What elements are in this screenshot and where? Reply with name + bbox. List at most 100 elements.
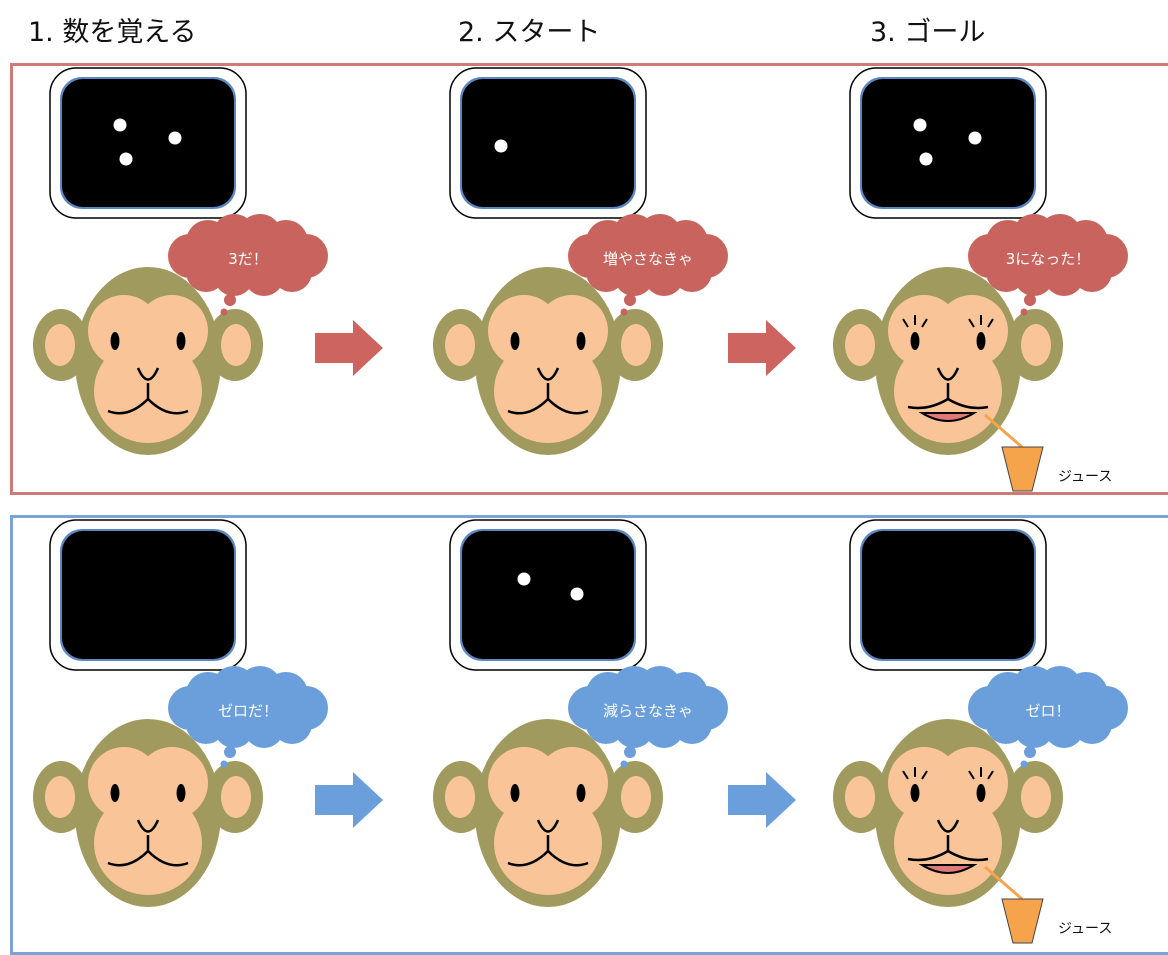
monkey-eye-right [176,332,186,350]
step-header-memorize: 1. 数を覚える [28,17,197,48]
bubble-tail-large [624,294,636,306]
eyelash [968,318,975,328]
bubble-text: 減らさなきゃ [603,702,693,720]
monkey-ear-inner-left [845,776,875,818]
stimulus-dot [913,118,927,132]
monitor [449,67,647,219]
monkey-mouth [107,849,189,867]
stimulus-dot [919,152,933,166]
monkey [433,267,663,455]
speech-bubble: 減らさなきゃ [568,666,728,768]
stage-2: 減らさなきゃ [433,519,728,907]
monitor [849,67,1047,219]
monkey-mouth [107,397,189,415]
bubble-tail-small [1020,760,1028,768]
scene-increase-task: 3だ！ 増やさなきゃ 3になった！ ジュース [33,67,1128,492]
stage-1: 3だ！ [33,67,328,455]
monkey-mouth [907,397,989,410]
stage-3: 3になった！ [833,67,1128,455]
monkey-eye-right [976,332,986,350]
monkey-nose [936,367,960,399]
monkey-mouth-open [918,412,978,422]
monkey-ear-inner-left [45,776,75,818]
monkey-ear-inner-left [445,324,475,366]
bubble-tail-large [1024,746,1036,758]
monkey-nose [136,819,160,851]
transition-arrow [728,772,796,828]
stimulus-dot [494,139,508,153]
bubble-tail-large [224,294,236,306]
monkey-ear-inner-right [621,324,651,366]
bubble-body [578,687,718,733]
bubble-tail-small [220,308,228,316]
monkey [833,267,1063,455]
bubble-tail-small [620,760,628,768]
monkey-mouth [507,397,589,415]
eyelash [968,770,975,780]
monkey-nose [536,367,560,399]
scene-decrease-task: ゼロだ！ 減らさなきゃ ゼロ！ ジュース [33,519,1128,944]
bubble-tail-large [624,746,636,758]
monkey-eye-right [176,784,186,802]
bubble-tail-small [1020,308,1028,316]
speech-bubble: ゼロだ！ [168,666,328,768]
speech-bubble: 3だ！ [168,214,328,316]
stimulus-dot [119,152,133,166]
bubble-body [978,687,1118,733]
monitor [49,67,247,219]
transition-arrow [315,320,383,376]
step-header-goal: 3. ゴール [870,17,986,48]
stage-2: 増やさなきゃ [433,67,728,455]
monkey-eye-right [576,784,586,802]
juice-reward: ジュース [984,865,1112,944]
speech-bubble: 3になった！ [968,214,1128,316]
juice-label: ジュース [1058,469,1112,485]
monkey-eye-left [510,332,520,350]
monkey [433,719,663,907]
eyelash [987,770,994,780]
monkey-ear-inner-left [45,324,75,366]
monkey [33,719,263,907]
juice-label: ジュース [1058,921,1112,937]
monitor-screen [462,531,634,659]
stage-3: ゼロ！ [833,519,1128,907]
bubble-body [578,235,718,281]
bubble-tail-large [224,746,236,758]
monkey-eye-left [910,784,920,802]
bubble-text: ゼロ！ [1025,702,1070,720]
monkey-nose [136,367,160,399]
monkey-mouth [507,849,589,867]
monkey-eye-right [976,784,986,802]
stimulus-dot [113,118,127,132]
monkey-nose [936,819,960,851]
monkey-ear-inner-right [221,776,251,818]
monitor [49,519,247,671]
speech-bubble: ゼロ！ [968,666,1128,768]
monkey-ear-inner-right [1021,776,1051,818]
stage-1: ゼロだ！ [33,519,328,907]
monitor-screen [62,79,234,207]
eyelash [987,318,994,328]
monkey-mouth [907,849,989,862]
bubble-tail-small [620,308,628,316]
bubble-body [978,235,1118,281]
monkey-ear-inner-right [621,776,651,818]
monkey-eye-right [576,332,586,350]
monitor-screen [862,79,1034,207]
panel-increase-task [10,63,1168,495]
juice-cup [1001,898,1044,944]
monkey-ear-inner-left [845,324,875,366]
monkey-eye-left [110,332,120,350]
monkey-ear-inner-right [221,324,251,366]
monkey-eye-left [510,784,520,802]
bubble-tail-small [220,760,228,768]
bubble-text: 3だ！ [228,250,268,268]
bubble-text: ゼロだ！ [218,702,278,720]
monkey-mouth-open [918,864,978,874]
monkey-eye-left [110,784,120,802]
monkey [833,719,1063,907]
eyelash [921,770,928,780]
bubble-text: 増やさなきゃ [603,250,693,268]
bubble-tail-large [1024,294,1036,306]
monitor-screen [862,531,1034,659]
